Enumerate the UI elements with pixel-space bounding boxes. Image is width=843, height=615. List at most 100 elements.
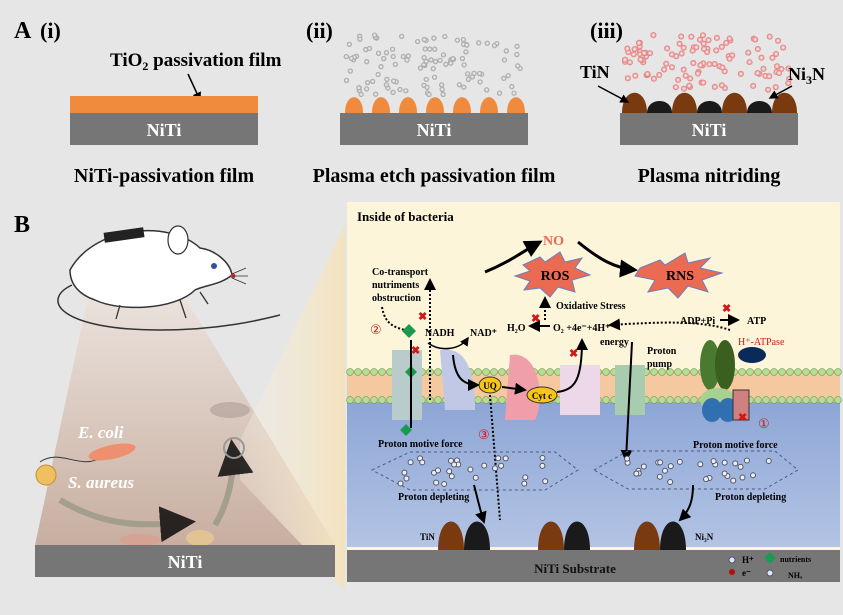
- proton: [721, 459, 728, 466]
- nitrogen-particle: [650, 75, 657, 82]
- lipid-head: [682, 396, 690, 404]
- proton: [661, 467, 668, 474]
- proton: [467, 466, 474, 473]
- plasma-particle: [400, 53, 406, 60]
- plasma-particle: [392, 61, 398, 67]
- lipid-head: [690, 396, 698, 404]
- plasma-particle: [476, 40, 482, 46]
- plasma-particle: [403, 88, 409, 94]
- lipid-head: [778, 368, 786, 376]
- panel-a-label: A: [14, 18, 32, 44]
- substrate-label: NiTi: [692, 120, 727, 140]
- lipid-head: [666, 396, 674, 404]
- proton: [667, 463, 674, 470]
- proton: [539, 462, 546, 469]
- plasma-particle: [514, 51, 520, 58]
- film-island: [426, 97, 444, 113]
- lipid-head: [546, 368, 554, 376]
- plasma-particle: [372, 32, 378, 38]
- subpanel-i: (i) TiO2 passivation film NiTi NiTi-pass…: [40, 18, 282, 187]
- proton: [495, 455, 502, 462]
- plasma-particle: [384, 76, 390, 82]
- plasma-particle: [431, 35, 437, 41]
- plasma-particle: [391, 78, 397, 84]
- plasma-particle: [454, 37, 460, 43]
- nad-label: NAD⁺: [470, 328, 497, 339]
- cytc-label: Cyt c: [532, 391, 552, 401]
- nitrogen-particle: [676, 40, 683, 47]
- etched-film-islands: [345, 97, 525, 113]
- nitrogen-particle: [786, 75, 793, 82]
- plasma-particle: [464, 42, 470, 48]
- plasma-particle: [357, 36, 363, 42]
- proton: [521, 480, 528, 487]
- plasma-particle: [465, 76, 472, 82]
- nitrogen-particle: [718, 82, 725, 89]
- lipid-head: [650, 368, 658, 376]
- substrate-label: NiTi: [147, 120, 182, 140]
- blocked-markers: ✖✖✖✖✖✖: [411, 303, 747, 424]
- plasma-particle: [501, 57, 508, 63]
- bacteria-mechanism: Inside of bacteria NO ROS RNS Co-transpo…: [346, 202, 842, 582]
- plasma-particle: [399, 33, 405, 39]
- proton: [656, 473, 663, 480]
- proton: [765, 457, 772, 464]
- protons: [397, 455, 772, 487]
- proton: [710, 458, 717, 465]
- legend: H⁺ e⁻ nutrients NHₓ: [728, 552, 811, 580]
- nitride-island: [772, 92, 797, 113]
- proton: [447, 457, 454, 464]
- nitrogen-particle: [678, 50, 685, 57]
- nitrogen-particle: [680, 66, 687, 73]
- nitrogen-particle: [719, 64, 726, 71]
- proton: [667, 478, 674, 485]
- film-island: [345, 97, 363, 113]
- s-aureus-cell: [35, 464, 57, 486]
- legend-e: e⁻: [742, 568, 751, 578]
- plasma-particle: [515, 63, 521, 69]
- proton: [407, 459, 414, 466]
- plasma-particle: [464, 71, 471, 77]
- nutrient-icon: [400, 424, 412, 436]
- lipid-head: [474, 396, 482, 404]
- block-x-icon: ✖: [418, 311, 427, 323]
- subpanel-ii-tag: (ii): [306, 18, 333, 43]
- proton-motive-force-label: Proton motive force: [378, 439, 463, 450]
- nitrogen-particle: [624, 45, 631, 52]
- plasma-particle: [461, 84, 467, 90]
- nitrogen-particle: [765, 86, 772, 93]
- nitrogen-particle: [754, 70, 761, 77]
- proton: [441, 480, 448, 487]
- plasma-particle: [415, 38, 421, 45]
- complex-iv-protein: [560, 365, 600, 415]
- lipid-head: [378, 368, 386, 376]
- niti-substrate: [620, 113, 798, 145]
- lipid-head: [362, 368, 370, 376]
- plasma-particle: [440, 52, 447, 58]
- lipid-head: [738, 368, 746, 376]
- nitrogen-particle: [688, 33, 695, 40]
- proton: [502, 455, 509, 462]
- lipid-head: [346, 368, 354, 376]
- proton: [419, 459, 426, 466]
- lipid-head: [354, 396, 362, 404]
- lipid-head: [362, 396, 370, 404]
- plasma-particle: [397, 86, 403, 93]
- proton: [451, 461, 458, 468]
- cytochrome-c: [526, 386, 558, 404]
- lipid-head: [826, 396, 834, 404]
- ni3n-label: Ni₃N: [695, 532, 714, 542]
- oxidative-stress-label: Oxidative Stress: [556, 301, 626, 312]
- nitrogen-particle: [713, 34, 720, 41]
- proton: [732, 460, 739, 467]
- nitrogen-particle: [699, 32, 706, 39]
- plasma-particle: [439, 82, 445, 88]
- lipid-head: [818, 396, 826, 404]
- rns-label: RNS: [666, 269, 694, 284]
- plasma-particle: [381, 56, 387, 62]
- tin-label: TiN: [420, 532, 435, 542]
- plasma-particle: [426, 91, 432, 98]
- nitrogen-particle: [700, 40, 707, 47]
- nitrogen-particle: [637, 56, 644, 63]
- nitride-islands: [622, 92, 797, 113]
